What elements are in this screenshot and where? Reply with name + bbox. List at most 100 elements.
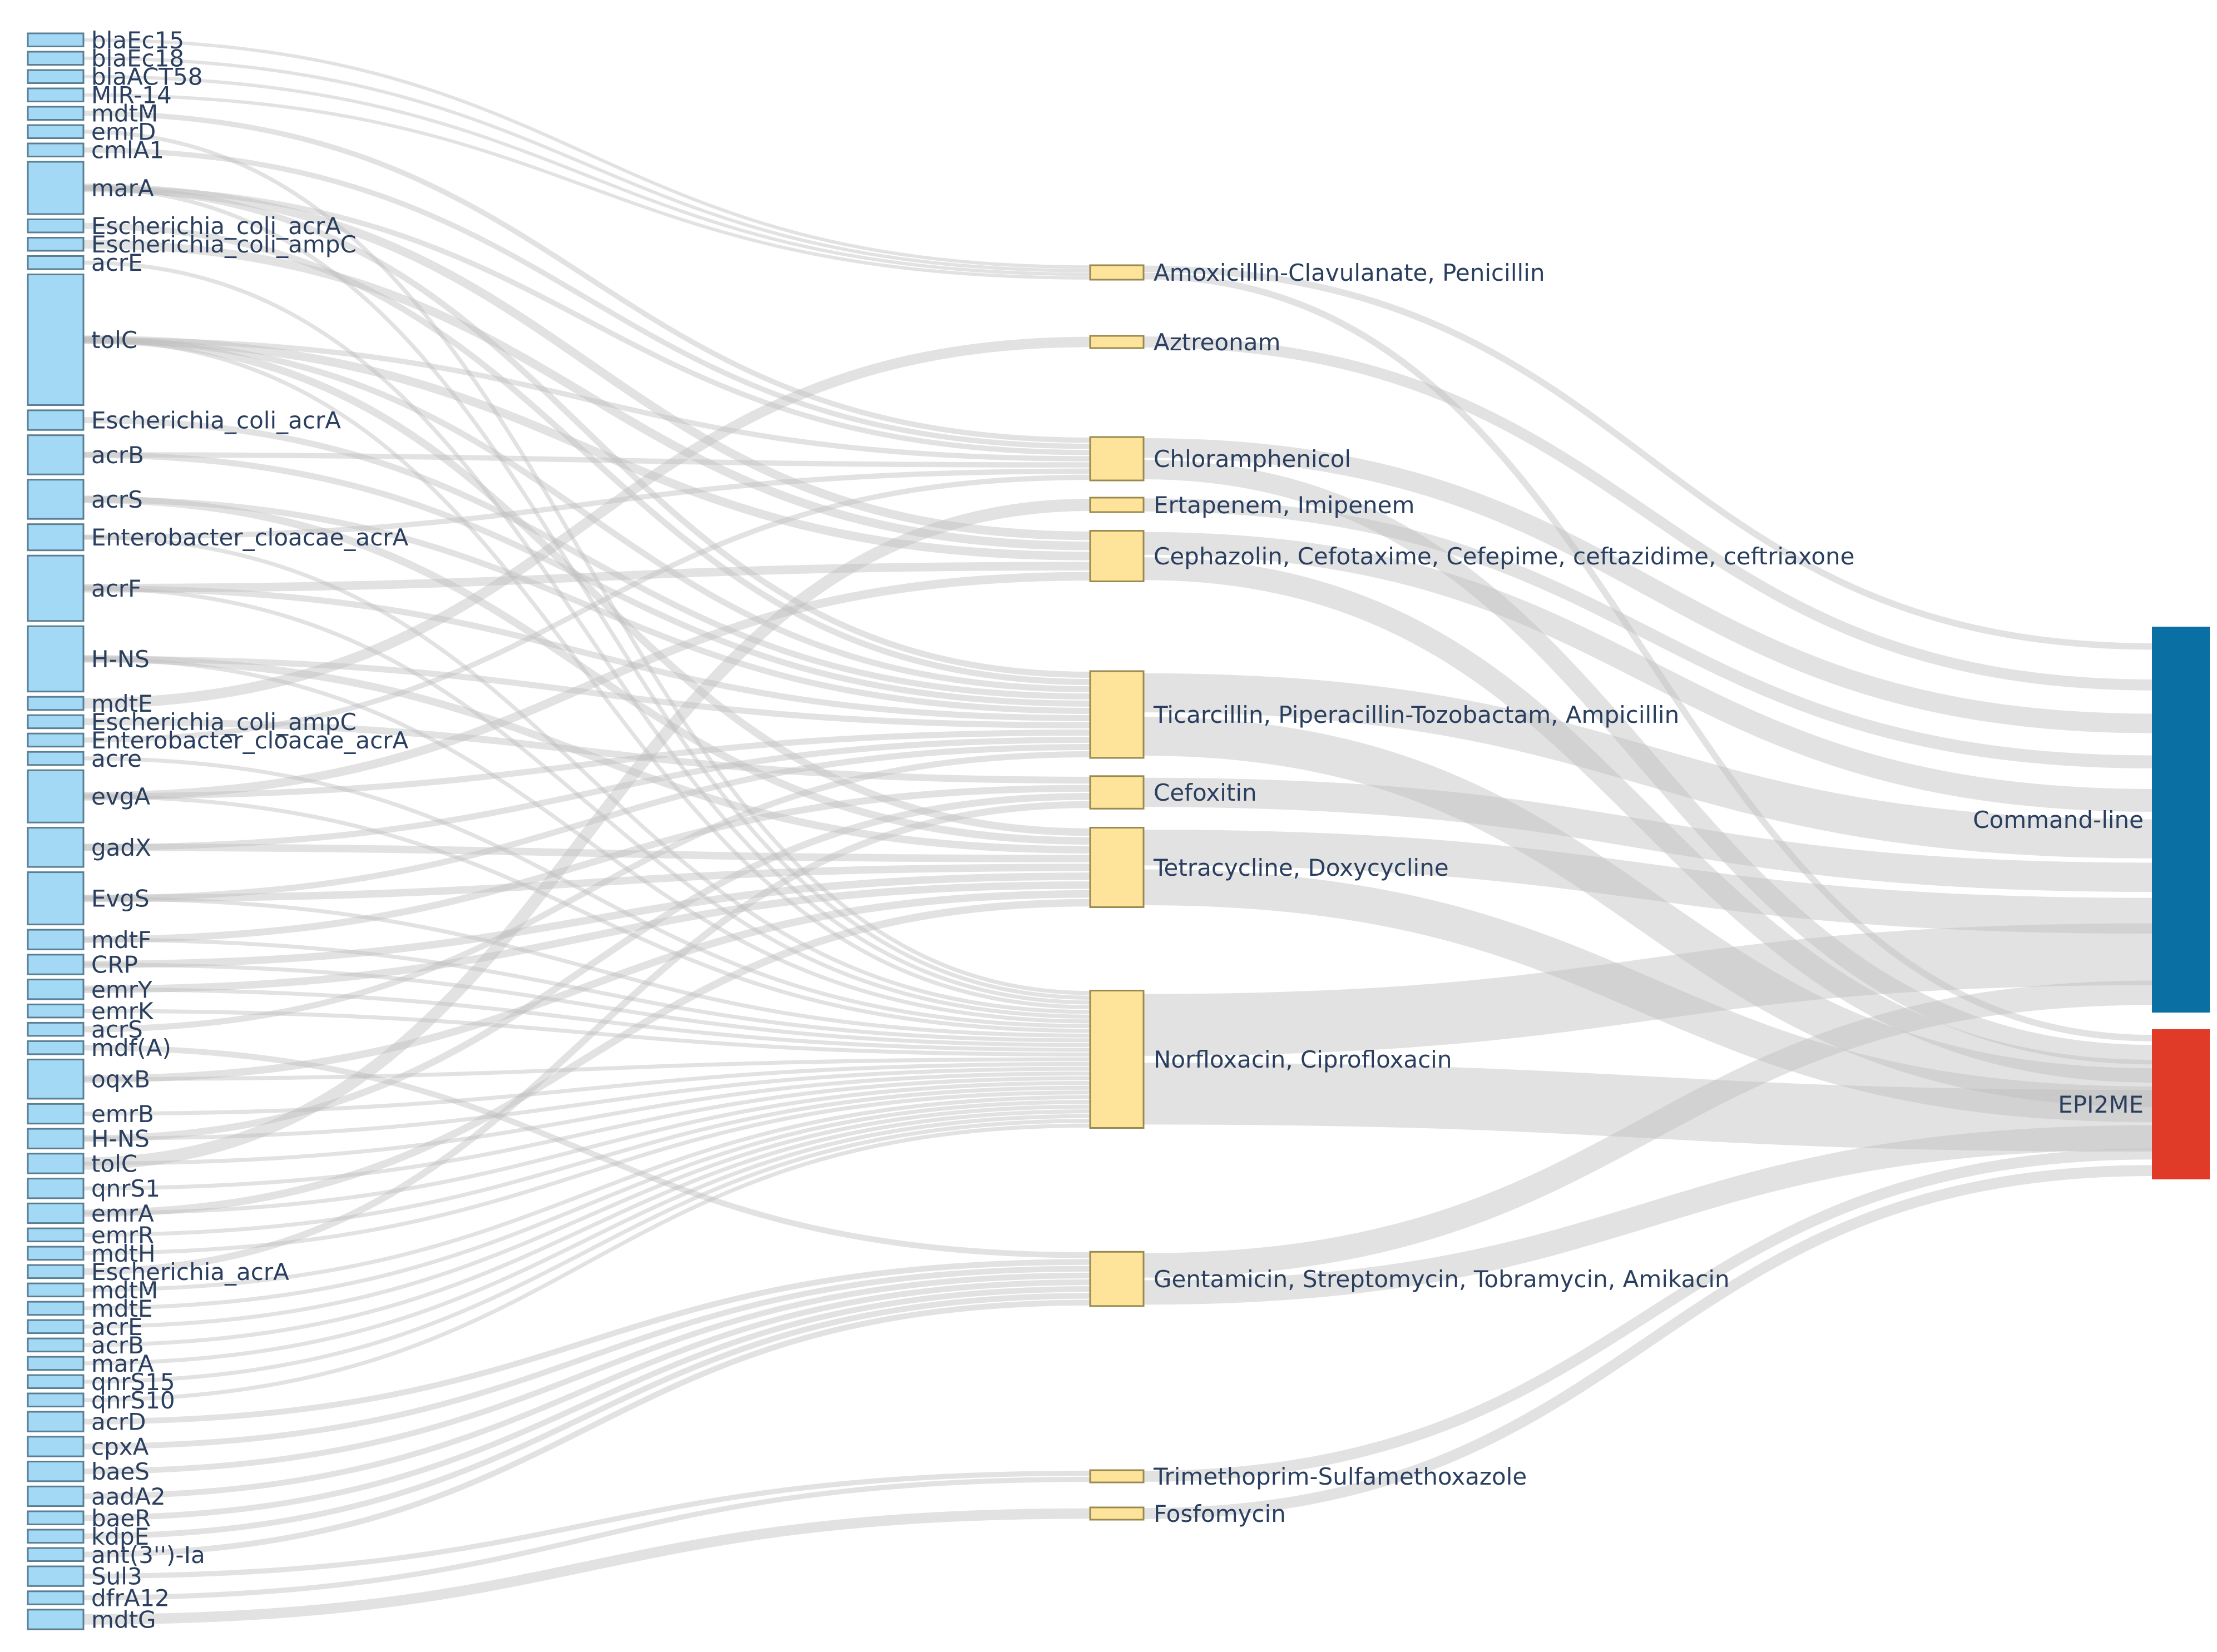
- gene-node-bar[interactable]: [27, 1058, 85, 1100]
- gene-node[interactable]: Escherichia_acrA: [27, 1258, 289, 1286]
- gene-node-bar[interactable]: [27, 1103, 85, 1125]
- gene-node-bar[interactable]: [27, 696, 85, 711]
- gene-node-bar[interactable]: [27, 954, 85, 975]
- gene-node-bar[interactable]: [27, 1202, 85, 1224]
- gene-node[interactable]: mdtM: [27, 100, 158, 127]
- gene-node[interactable]: emrB: [27, 1100, 154, 1128]
- drug-node-bar[interactable]: [1089, 1506, 1145, 1521]
- gene-node[interactable]: marA: [27, 161, 154, 215]
- gene-node-bar[interactable]: [27, 769, 85, 823]
- gene-node-bar[interactable]: [27, 1510, 85, 1525]
- drug-node[interactable]: Gentamicin, Streptomycin, Tobramycin, Am…: [1089, 1251, 1730, 1307]
- gene-node[interactable]: aadA2: [27, 1483, 166, 1510]
- gene-node[interactable]: MIR-14: [27, 82, 172, 109]
- gene-node-bar[interactable]: [27, 161, 85, 215]
- gene-node-bar[interactable]: [27, 409, 85, 431]
- tool-node-command-line[interactable]: Command-line: [1973, 627, 2210, 1013]
- gene-node[interactable]: acrF: [27, 554, 141, 622]
- gene-node-bar[interactable]: [27, 479, 85, 520]
- gene-node[interactable]: Enterobacter_cloacae_acrA: [27, 727, 409, 754]
- gene-node-bar[interactable]: [27, 1153, 85, 1174]
- gene-node[interactable]: tolC: [27, 1150, 137, 1178]
- drug-node-bar[interactable]: [1089, 264, 1145, 281]
- gene-node-bar[interactable]: [27, 1178, 85, 1199]
- gene-node[interactable]: oqxB: [27, 1058, 150, 1100]
- drug-node-bar[interactable]: [1089, 1251, 1145, 1307]
- gene-node[interactable]: H-NS: [27, 1125, 150, 1153]
- gene-node-bar[interactable]: [27, 1246, 85, 1261]
- gene-node[interactable]: dfrA12: [27, 1585, 170, 1612]
- gene-node-bar[interactable]: [27, 1356, 85, 1371]
- gene-node-bar[interactable]: [27, 124, 85, 139]
- gene-node-bar[interactable]: [27, 871, 85, 926]
- gene-node[interactable]: acrE: [27, 1313, 143, 1341]
- tool-node-bar[interactable]: [2152, 1029, 2210, 1179]
- drug-node[interactable]: Tetracycline, Doxycycline: [1089, 827, 1449, 908]
- gene-node[interactable]: mdtE: [27, 690, 153, 717]
- gene-node[interactable]: baeR: [27, 1505, 151, 1532]
- gene-node-bar[interactable]: [27, 554, 85, 622]
- gene-node-bar[interactable]: [27, 32, 85, 47]
- gene-node[interactable]: acrB: [27, 434, 144, 475]
- gene-node[interactable]: mdf(A): [27, 1034, 171, 1061]
- gene-node[interactable]: cmlA1: [27, 137, 164, 164]
- gene-node[interactable]: EvgS: [27, 871, 150, 926]
- drug-node-bar[interactable]: [1089, 436, 1145, 482]
- drug-node[interactable]: Trimethoprim-Sulfamethoxazole: [1089, 1463, 1527, 1490]
- tool-node-bar[interactable]: [2152, 627, 2210, 1013]
- gene-node-bar[interactable]: [27, 1461, 85, 1482]
- gene-node[interactable]: evgA: [27, 769, 150, 823]
- gene-node-bar[interactable]: [27, 87, 85, 102]
- gene-node-bar[interactable]: [27, 1301, 85, 1316]
- drug-node[interactable]: Amoxicillin-Clavulanate, Penicillin: [1089, 259, 1545, 286]
- gene-node-bar[interactable]: [27, 1392, 85, 1407]
- gene-node-bar[interactable]: [27, 69, 85, 84]
- gene-node[interactable]: tolC: [27, 274, 137, 406]
- gene-node-bar[interactable]: [27, 523, 85, 552]
- gene-node[interactable]: Enterobacter_cloacae_acrA: [27, 523, 409, 552]
- gene-node[interactable]: acrS: [27, 479, 143, 520]
- gene-node[interactable]: mdtM: [27, 1277, 158, 1304]
- gene-node[interactable]: gadX: [27, 827, 151, 868]
- gene-node[interactable]: acre: [27, 745, 142, 772]
- gene-node[interactable]: Escherichia_coli_ampC: [27, 708, 357, 736]
- drug-node-bar[interactable]: [1089, 497, 1145, 513]
- gene-node[interactable]: acrB: [27, 1332, 144, 1359]
- gene-node-bar[interactable]: [27, 1485, 85, 1507]
- drug-node-bar[interactable]: [1089, 670, 1145, 759]
- gene-node-bar[interactable]: [27, 1040, 85, 1055]
- gene-node-bar[interactable]: [27, 1227, 85, 1243]
- drug-node-bar[interactable]: [1089, 1469, 1145, 1484]
- gene-node-bar[interactable]: [27, 1590, 85, 1605]
- gene-node-bar[interactable]: [27, 732, 85, 748]
- gene-node-bar[interactable]: [27, 274, 85, 406]
- gene-node[interactable]: emrR: [27, 1222, 154, 1249]
- gene-node-bar[interactable]: [27, 979, 85, 1000]
- gene-node-bar[interactable]: [27, 1411, 85, 1432]
- gene-node-bar[interactable]: [27, 237, 85, 252]
- gene-node[interactable]: emrD: [27, 118, 156, 146]
- gene-node[interactable]: emrK: [27, 998, 154, 1025]
- gene-node[interactable]: acrD: [27, 1408, 146, 1436]
- gene-node-bar[interactable]: [27, 1319, 85, 1335]
- gene-node[interactable]: qnrS15: [27, 1368, 175, 1396]
- gene-node-bar[interactable]: [27, 51, 85, 66]
- drug-node[interactable]: Chloramphenicol: [1089, 436, 1351, 482]
- gene-node[interactable]: qnrS10: [27, 1387, 175, 1414]
- gene-node-bar[interactable]: [27, 434, 85, 475]
- gene-node[interactable]: blaEc15: [27, 27, 184, 54]
- gene-node-bar[interactable]: [27, 1609, 85, 1630]
- gene-node-bar[interactable]: [27, 255, 85, 270]
- gene-node-bar[interactable]: [27, 106, 85, 121]
- drug-node[interactable]: Fosfomycin: [1089, 1500, 1286, 1527]
- gene-node[interactable]: blaACT58: [27, 63, 202, 91]
- gene-node[interactable]: mdtG: [27, 1606, 156, 1633]
- drug-node-bar[interactable]: [1089, 775, 1145, 810]
- gene-node[interactable]: Sul3: [27, 1563, 142, 1590]
- gene-node-bar[interactable]: [27, 1282, 85, 1298]
- gene-node[interactable]: emrY: [27, 976, 152, 1003]
- gene-node[interactable]: ant(3'')-Ia: [27, 1541, 205, 1569]
- drug-node[interactable]: Aztreonam: [1089, 329, 1280, 356]
- gene-node[interactable]: mdtH: [27, 1240, 156, 1267]
- gene-node-bar[interactable]: [27, 1337, 85, 1353]
